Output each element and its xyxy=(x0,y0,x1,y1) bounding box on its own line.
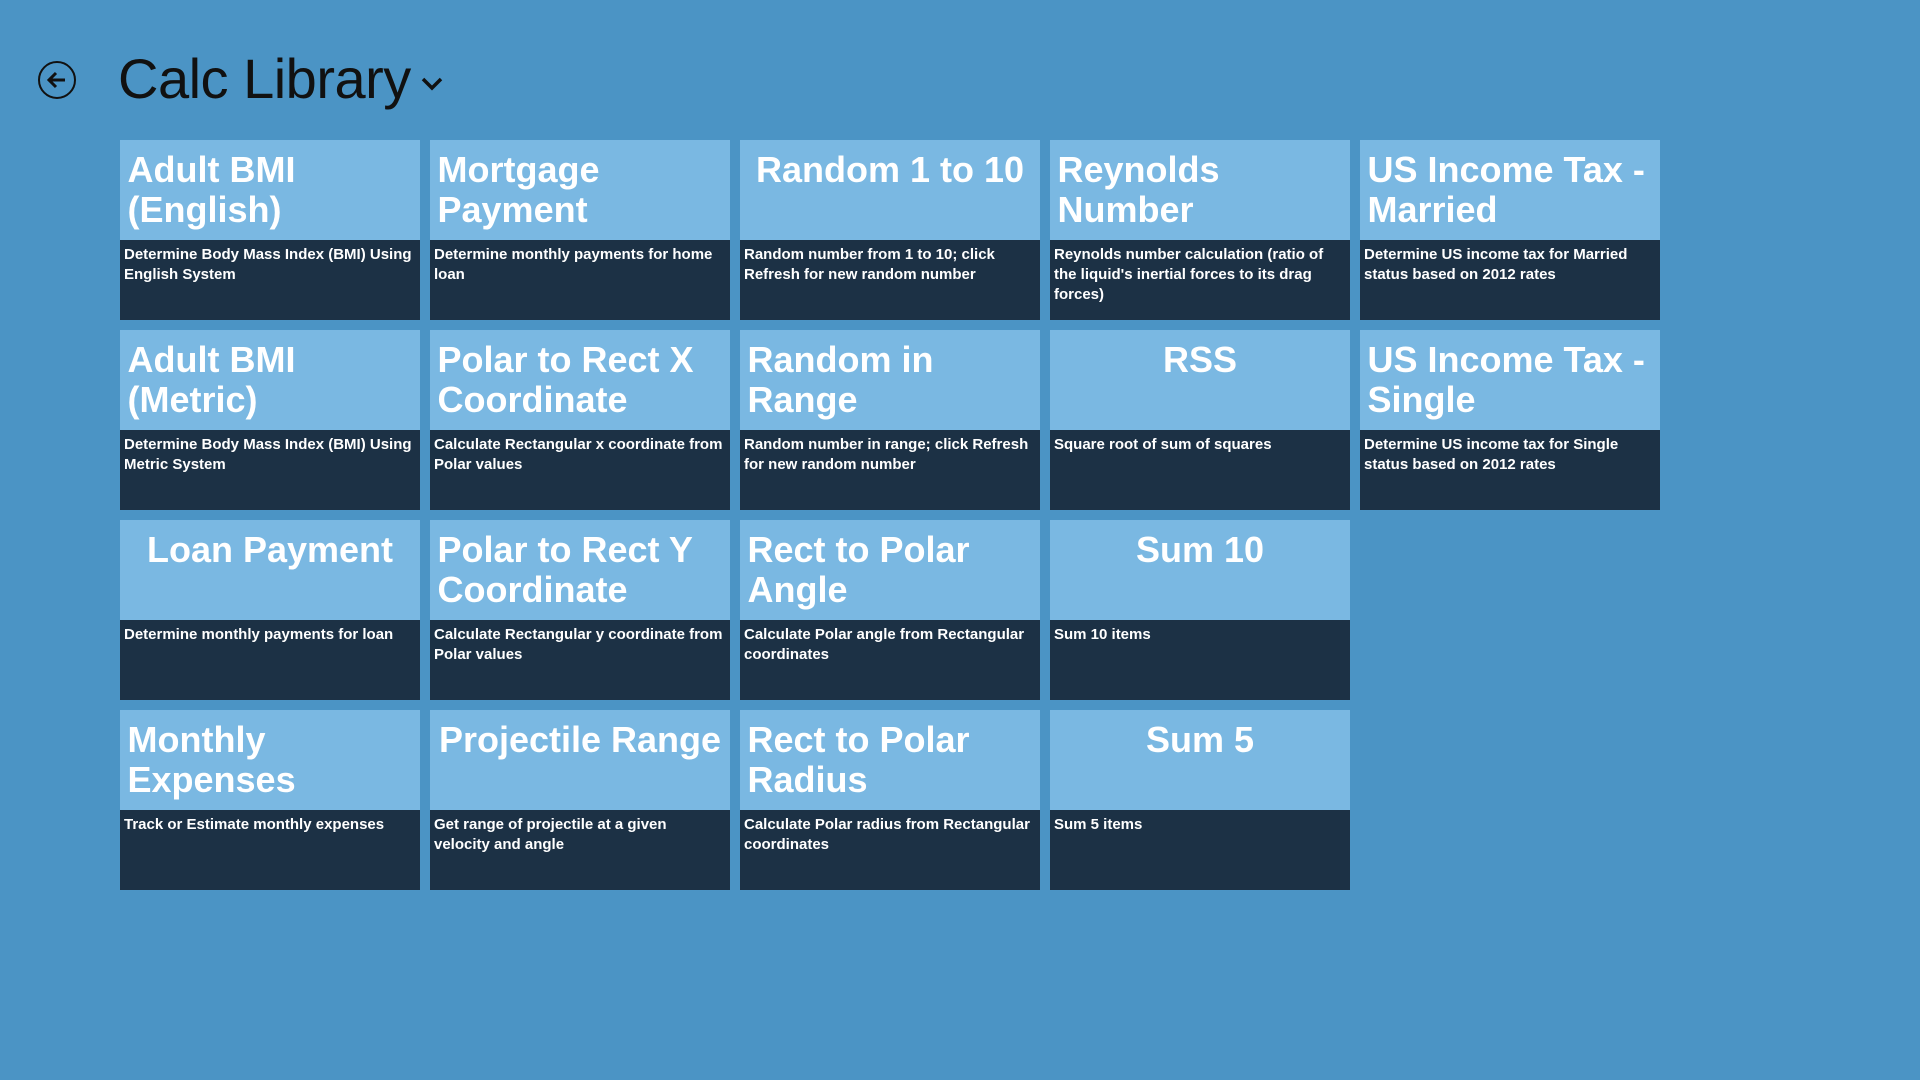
tile-title: RSS xyxy=(1162,339,1238,380)
tile-description: Calculate Polar radius from Rectangular … xyxy=(744,816,1030,853)
tile-title: Random in Range xyxy=(747,339,934,420)
tile-description: Determine Body Mass Index (BMI) Using Me… xyxy=(124,436,412,473)
tile-header: Adult BMI (Metric) xyxy=(120,330,420,430)
tile-body: Random number from 1 to 10; click Refres… xyxy=(740,240,1040,320)
tile-body: Track or Estimate monthly expenses xyxy=(120,810,420,890)
tile-description: Random number from 1 to 10; click Refres… xyxy=(744,246,995,283)
chevron-down-icon xyxy=(421,77,443,90)
tile-description: Sum 10 items xyxy=(1054,626,1151,643)
tile-header: Loan Payment xyxy=(120,520,420,620)
tile-body: Determine Body Mass Index (BMI) Using Me… xyxy=(120,430,420,510)
tile-title: Rect to Polar Radius xyxy=(747,719,970,800)
calc-tile[interactable]: Random 1 to 10 Random number from 1 to 10… xyxy=(740,140,1040,320)
tile-header: Rect to Polar Radius xyxy=(740,710,1040,810)
tile-header: Polar to Rect X Coordinate xyxy=(430,330,730,430)
calc-tile-grid: Adult BMI (English) Determine Body Mass I… xyxy=(120,140,1660,890)
tile-title: Projectile Range xyxy=(438,719,722,760)
tile-description: Determine Body Mass Index (BMI) Using En… xyxy=(124,246,412,283)
tile-header: Monthly Expenses xyxy=(120,710,420,810)
tile-description: Determine monthly payments for loan xyxy=(124,626,394,643)
tile-header: RSS xyxy=(1050,330,1350,430)
tile-header: Sum 5 xyxy=(1050,710,1350,810)
tile-header: Reynolds Number xyxy=(1050,140,1350,240)
tile-title: Sum 5 xyxy=(1145,719,1255,760)
tile-body: Sum 5 items xyxy=(1050,810,1350,890)
tile-header: Projectile Range xyxy=(430,710,730,810)
calc-tile[interactable]: RSS Square root of sum of squares xyxy=(1050,330,1350,510)
calc-tile[interactable]: Adult BMI (Metric) Determine Body Mass In… xyxy=(120,330,420,510)
back-button[interactable] xyxy=(38,61,76,99)
tile-header: Polar to Rect Y Coordinate xyxy=(430,520,730,620)
tile-description: Reynolds number calculation (ratio of th… xyxy=(1054,246,1324,303)
tile-description: Determine monthly payments for home loan xyxy=(434,246,713,283)
tile-body: Square root of sum of squares xyxy=(1050,430,1350,510)
tile-body: Calculate Polar angle from Rectangular c… xyxy=(740,620,1040,700)
tile-header: Sum 10 xyxy=(1050,520,1350,620)
tile-description: Track or Estimate monthly expenses xyxy=(124,816,385,833)
tile-description: Calculate Rectangular y coordinate from … xyxy=(434,626,723,663)
tile-description: Get range of projectile at a given veloc… xyxy=(434,816,667,853)
tile-description: Random number in range; click Refresh fo… xyxy=(744,436,1029,473)
tile-header: Random 1 to 10 xyxy=(740,140,1040,240)
calc-tile[interactable]: Sum 5 Sum 5 items xyxy=(1050,710,1350,890)
tile-body: Reynolds number calculation (ratio of th… xyxy=(1050,240,1350,320)
page-title-dropdown[interactable]: Calc Library xyxy=(118,46,443,111)
tile-description: Square root of sum of squares xyxy=(1054,436,1272,453)
tile-title: Polar to Rect X Coordinate xyxy=(437,339,694,420)
calc-tile[interactable]: Sum 10 Sum 10 items xyxy=(1050,520,1350,700)
tile-title: Loan Payment xyxy=(146,529,394,570)
tile-body: Calculate Rectangular x coordinate from … xyxy=(430,430,730,510)
tile-title: Adult BMI (Metric) xyxy=(127,339,296,420)
tile-description: Calculate Polar angle from Rectangular c… xyxy=(744,626,1025,663)
tile-body: Calculate Rectangular y coordinate from … xyxy=(430,620,730,700)
tile-title: Sum 10 xyxy=(1135,529,1265,570)
tile-title: Adult BMI (English) xyxy=(127,149,296,230)
tile-title: Monthly Expenses xyxy=(127,719,296,800)
tile-body: Determine US income tax for Married stat… xyxy=(1360,240,1660,320)
tile-header: Random in Range xyxy=(740,330,1040,430)
tile-body: Determine monthly payments for home loan xyxy=(430,240,730,320)
tile-header: Adult BMI (English) xyxy=(120,140,420,240)
tile-title: Reynolds Number xyxy=(1057,149,1220,230)
back-arrow-icon xyxy=(46,71,65,89)
tile-title: Polar to Rect Y Coordinate xyxy=(437,529,693,610)
tile-title: US Income Tax - Married xyxy=(1367,149,1645,230)
tile-description: Determine US income tax for Married stat… xyxy=(1364,246,1628,283)
tile-title: Rect to Polar Angle xyxy=(747,529,970,610)
tile-description: Determine US income tax for Single statu… xyxy=(1364,436,1619,473)
tile-body: Random number in range; click Refresh fo… xyxy=(740,430,1040,510)
tile-description: Sum 5 items xyxy=(1054,816,1143,833)
tile-body: Determine Body Mass Index (BMI) Using En… xyxy=(120,240,420,320)
tile-header: Mortgage Payment xyxy=(430,140,730,240)
tile-body: Get range of projectile at a given veloc… xyxy=(430,810,730,890)
calc-tile[interactable]: Adult BMI (English) Determine Body Mass I… xyxy=(120,140,420,320)
tile-header: US Income Tax - Married xyxy=(1360,140,1660,240)
page-title: Calc Library xyxy=(118,47,411,110)
tile-body: Calculate Polar radius from Rectangular … xyxy=(740,810,1040,890)
tile-title: Mortgage Payment xyxy=(437,149,600,230)
tile-title: US Income Tax - Single xyxy=(1367,339,1645,420)
tile-title: Random 1 to 10 xyxy=(755,149,1025,190)
tile-header: US Income Tax - Single xyxy=(1360,330,1660,430)
tile-description: Calculate Rectangular x coordinate from … xyxy=(434,436,723,473)
tile-body: Determine monthly payments for loan xyxy=(120,620,420,700)
tile-body: Sum 10 items xyxy=(1050,620,1350,700)
tile-body: Determine US income tax for Single statu… xyxy=(1360,430,1660,510)
tile-header: Rect to Polar Angle xyxy=(740,520,1040,620)
